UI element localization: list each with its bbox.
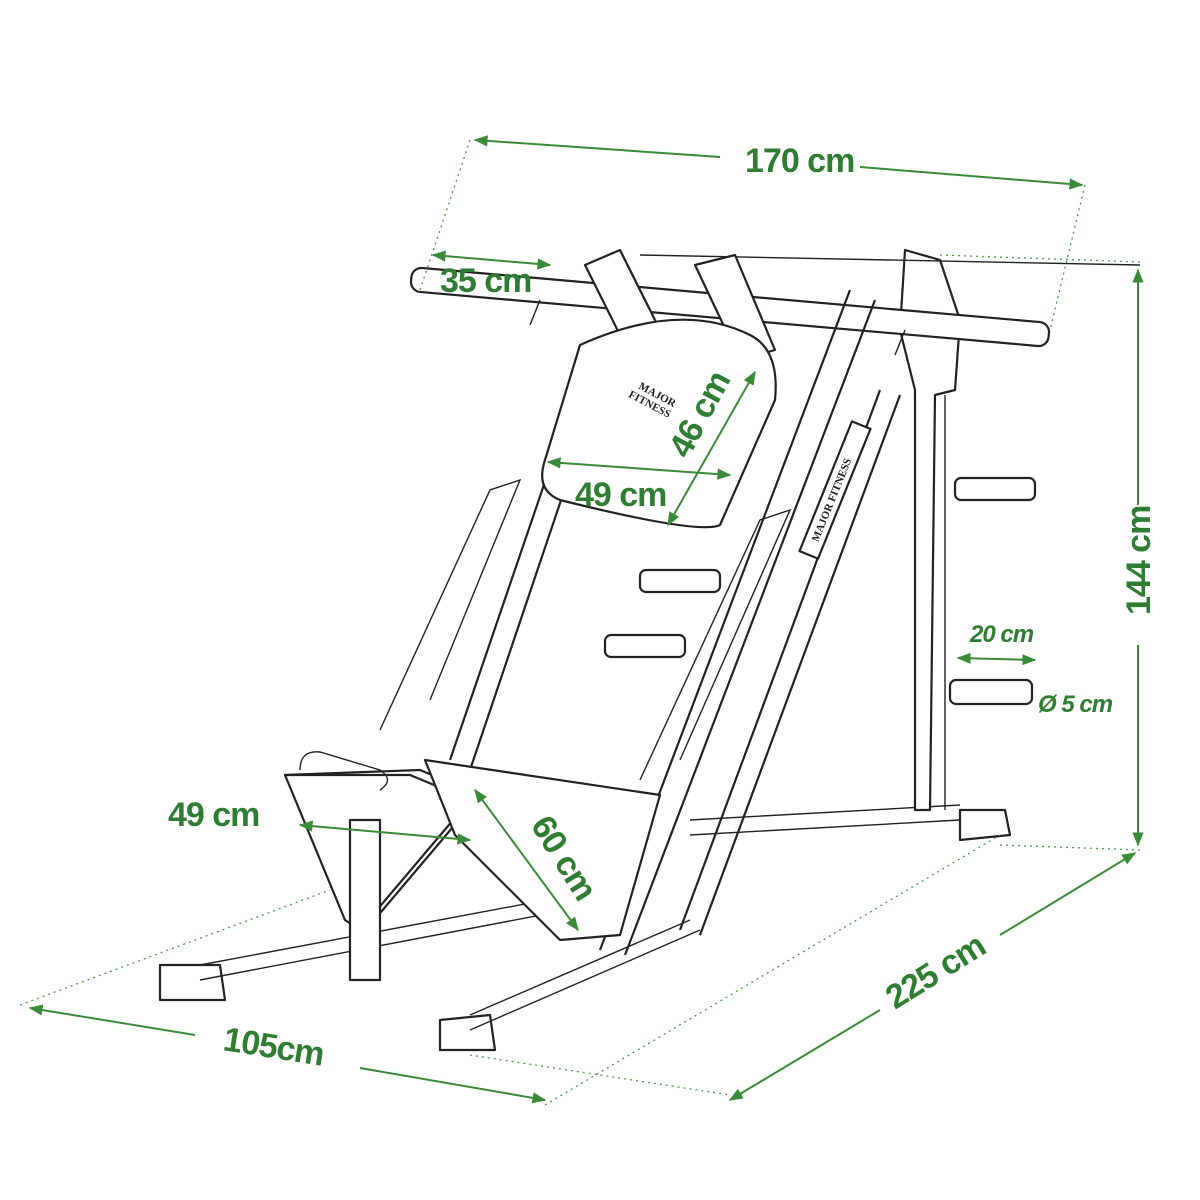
handle-length-label: 35 cm	[440, 262, 531, 300]
overall-height-label: 144 cm	[1120, 506, 1158, 615]
base-width-label: 105cm	[221, 1020, 327, 1073]
dimension-lines	[19, 135, 1144, 1106]
footplate-width-label: 49 cm	[168, 796, 259, 834]
weight-horn-diameter-label: Ø 5 cm	[1038, 691, 1113, 718]
weight-horn-length-label: 20 cm	[969, 621, 1034, 648]
backrest-width-label: 49 cm	[575, 476, 666, 514]
overall-width-label: 170 cm	[745, 142, 854, 180]
machine-line-art: MAJOR FITNESS MAJOR FITNESS	[158, 248, 1141, 1052]
overall-length-label: 225 cm	[879, 927, 992, 1017]
